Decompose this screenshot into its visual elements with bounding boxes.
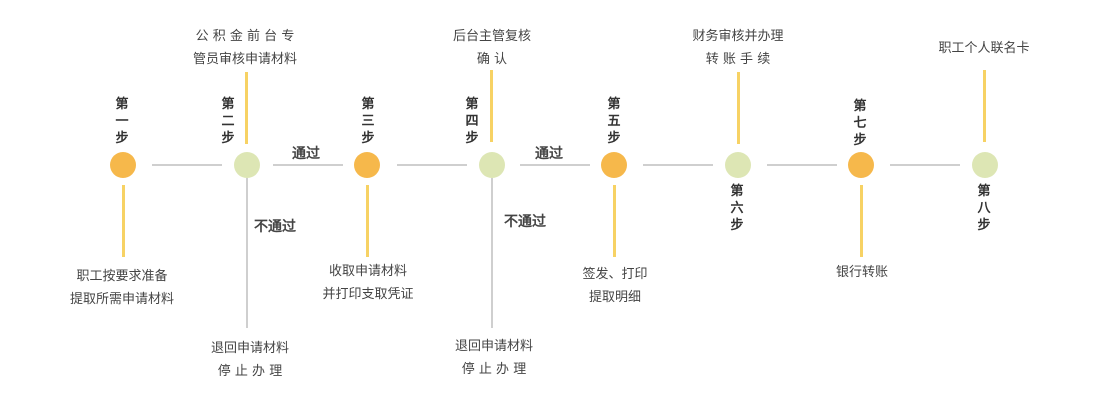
bar-step-3 [366,185,369,257]
connector-7-8 [890,164,960,166]
fail-label-2: 不通过 [504,214,546,230]
desc-step-7: 银行转账 [835,265,888,280]
bar-step-6 [737,72,740,144]
desc-step-4: 后台主管复核确 认 [452,29,531,67]
desc-step-5: 签发、打印提取明细 [582,267,648,305]
connector-1-2 [152,164,222,166]
fail-label-1: 不通过 [254,219,296,235]
desc-step-8: 职工个人联名卡 [938,41,1030,56]
desc-step-3: 收取申请材料并打印支取凭证 [322,264,414,302]
node-step-1 [110,152,136,178]
pass-label-2: 通过 [535,146,563,162]
reject-line-step-4 [491,178,493,328]
step-label-1: 第一步 [115,97,129,146]
pass-label-1: 通过 [292,146,320,162]
desc-step-2: 公 积 金 前 台 专管员审核申请材料 [192,29,297,67]
desc-step-6: 财务审核并办理转 账 手 续 [692,29,784,67]
desc-step-1: 职工按要求准备提取所需申请材料 [69,269,174,307]
step-label-2: 第二步 [221,97,235,146]
reject-line-step-2 [246,178,248,328]
bar-step-8 [983,70,986,142]
desc-step-4-reject: 退回申请材料停 止 办 理 [454,339,533,377]
node-step-7 [848,152,874,178]
bar-step-5 [613,185,616,257]
node-step-4 [479,152,505,178]
step-label-7: 第七步 [853,99,867,148]
node-step-2 [234,152,260,178]
desc-step-2-reject: 退回申请材料停 止 办 理 [210,341,289,379]
connector-3-4 [397,164,467,166]
bar-step-2 [245,72,248,144]
node-step-5 [601,152,627,178]
connector-5-6 [643,164,713,166]
connector-6-7 [767,164,837,166]
step-label-4: 第四步 [465,97,479,146]
node-step-6 [725,152,751,178]
connector-4-5 [520,164,590,166]
bar-step-4 [490,70,493,142]
node-step-8 [972,152,998,178]
step-label-5: 第五步 [607,97,621,146]
step-label-3: 第三步 [361,97,375,146]
step-label-8: 第八步 [977,184,991,233]
bar-step-1 [122,185,125,257]
connector-2-3 [273,164,343,166]
step-label-6: 第六步 [730,184,744,233]
node-step-3 [354,152,380,178]
bar-step-7 [860,185,863,257]
